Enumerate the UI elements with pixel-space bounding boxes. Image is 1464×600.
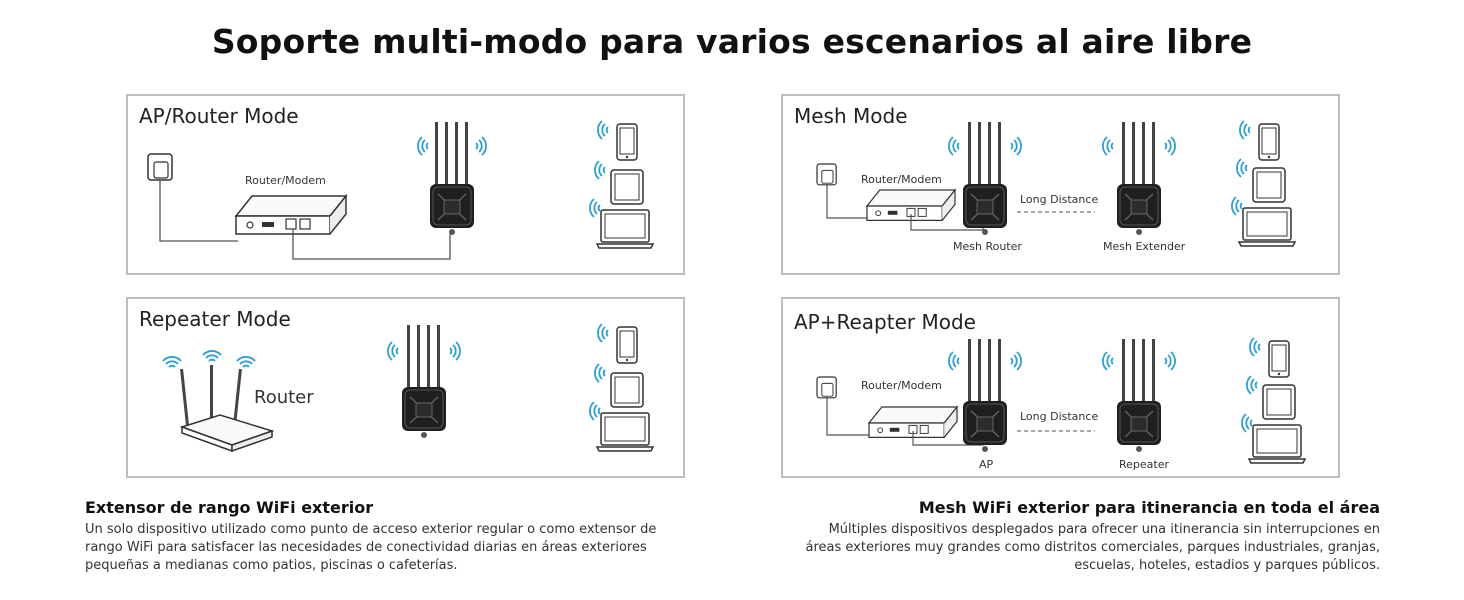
- left-caption-line: pequeñas a medianas como patios, piscina…: [85, 558, 458, 573]
- right-caption-line: Múltiples dispositivos desplegados para …: [828, 522, 1380, 537]
- wifi-right-2-icon: [1164, 136, 1176, 156]
- wifi-tablet-icon: [594, 160, 606, 180]
- laptop-icon: [596, 412, 654, 452]
- router-modem-label: Router/Modem: [861, 173, 942, 186]
- phone-icon: [1258, 123, 1280, 161]
- long-distance-label: Long Distance: [1020, 193, 1099, 206]
- power-cable: [826, 184, 869, 219]
- wifi-left-icon: [948, 136, 960, 156]
- tablet-icon: [610, 372, 644, 408]
- wall-plug-icon: [816, 163, 837, 186]
- right-caption-line: áreas exteriores muy grandes como distri…: [805, 540, 1380, 555]
- wifi-right-icon: [1010, 351, 1022, 371]
- repeater-device-icon: [1116, 338, 1162, 453]
- wall-plug-icon: [147, 153, 173, 181]
- panel-title: Repeater Mode: [139, 307, 291, 331]
- ap-label: AP: [979, 458, 994, 471]
- panel-title: AP+Reapter Mode: [794, 310, 976, 334]
- wifi-left-2-icon: [1102, 351, 1114, 371]
- outdoor-ap-icon: [429, 121, 475, 236]
- phone-icon: [1268, 340, 1290, 378]
- home-router-icon: [179, 365, 275, 453]
- power-cable: [159, 180, 238, 242]
- modem-icon: [235, 195, 347, 235]
- tablet-icon: [610, 169, 644, 205]
- wifi-right-icon: [449, 341, 461, 361]
- router-modem-label: Router/Modem: [245, 174, 326, 187]
- wifi-laptop-icon: [1231, 196, 1243, 216]
- tablet-icon: [1262, 384, 1296, 420]
- tablet-icon: [1252, 167, 1286, 203]
- repeater-diagram: [162, 323, 654, 453]
- left-caption-heading: Extensor de rango WiFi exterior: [85, 498, 374, 517]
- wifi-laptop-icon: [589, 401, 601, 421]
- mesh-extender-icon: [1116, 121, 1162, 236]
- panel-mesh-mode: Mesh Mode Router/Modem Long Distance Mes…: [781, 94, 1340, 275]
- wifi-left-icon: [948, 351, 960, 371]
- wifi-right-icon: [475, 136, 487, 156]
- panel-ap-repeater-mode: AP+Reapter Mode Router/Modem Long Distan…: [781, 297, 1340, 478]
- laptop-icon: [1248, 424, 1306, 464]
- wifi-phone-icon: [597, 323, 609, 343]
- long-distance-label: Long Distance: [1020, 410, 1099, 423]
- router-label: Router: [254, 387, 314, 408]
- mesh-router-label: Mesh Router: [953, 240, 1022, 253]
- wifi-phone-icon: [1239, 120, 1251, 140]
- panel-ap-router-mode: AP/Router Mode Router/Modem: [126, 94, 685, 275]
- mesh-router-icon: [962, 121, 1008, 236]
- wifi-phone-icon: [597, 120, 609, 140]
- panel-title: AP/Router Mode: [139, 104, 299, 128]
- wifi-laptop-icon: [1241, 413, 1253, 433]
- wifi-router-3-icon: [236, 356, 256, 368]
- wifi-right-2-icon: [1164, 351, 1176, 371]
- left-caption-line: rango WiFi para satisfacer las necesidad…: [85, 540, 647, 555]
- wifi-left-icon: [387, 341, 399, 361]
- page-title: Soporte multi-modo para varios escenario…: [211, 22, 1253, 61]
- power-cable: [826, 397, 871, 436]
- right-caption-heading: Mesh WiFi exterior para itinerancia en t…: [918, 498, 1380, 517]
- wifi-router-1-icon: [162, 356, 182, 368]
- wifi-laptop-icon: [589, 198, 601, 218]
- laptop-icon: [1238, 207, 1296, 247]
- left-caption-body: Un solo dispositivo utilizado como punto…: [85, 521, 705, 575]
- phone-icon: [616, 123, 638, 161]
- wifi-left-2-icon: [1102, 136, 1114, 156]
- mesh-diagram: [816, 120, 1296, 247]
- laptop-icon: [596, 209, 654, 249]
- ap-router-diagram: [147, 120, 654, 260]
- wifi-tablet-icon: [594, 363, 606, 383]
- ap-device-icon: [962, 338, 1008, 453]
- wifi-router-2-icon: [202, 350, 222, 362]
- outdoor-ap-icon: [401, 324, 447, 439]
- phone-icon: [616, 326, 638, 364]
- repeater-label: Repeater: [1119, 458, 1170, 471]
- right-caption-body: Múltiples dispositivos desplegados para …: [760, 521, 1380, 575]
- mesh-extender-label: Mesh Extender: [1103, 240, 1186, 253]
- ethernet-cable: [292, 229, 451, 260]
- router-modem-label: Router/Modem: [861, 379, 942, 392]
- wifi-left-icon: [417, 136, 429, 156]
- wifi-right-icon: [1010, 136, 1022, 156]
- wifi-tablet-icon: [1236, 158, 1248, 178]
- panel-title: Mesh Mode: [794, 104, 908, 128]
- left-caption-line: Un solo dispositivo utilizado como punto…: [85, 522, 657, 537]
- wifi-phone-icon: [1249, 337, 1261, 357]
- wall-plug-icon: [816, 376, 837, 399]
- ap-repeater-diagram: [816, 337, 1306, 464]
- wifi-tablet-icon: [1246, 375, 1258, 395]
- right-caption-line: escuelas, hoteles, estadios y parques pú…: [1074, 558, 1380, 573]
- panel-repeater-mode: Repeater Mode Router: [126, 297, 685, 478]
